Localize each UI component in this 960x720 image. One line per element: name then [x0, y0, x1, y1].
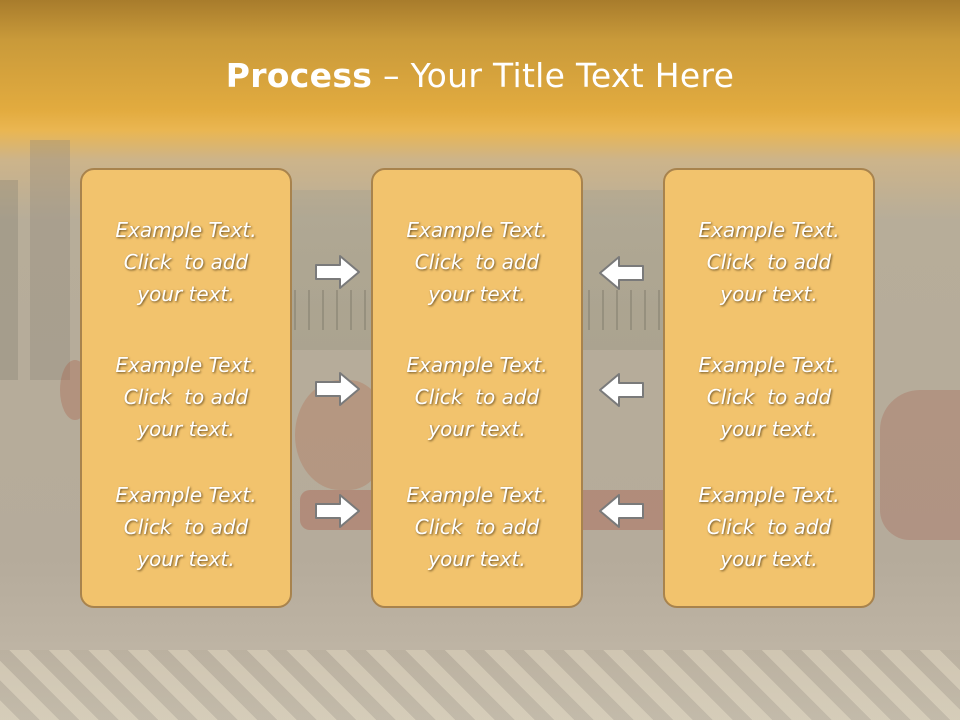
background-checkered-floor — [0, 650, 960, 720]
text-line: Click to add — [706, 515, 832, 539]
text-line: your text. — [720, 282, 818, 306]
text-line: your text. — [428, 417, 526, 441]
title-rest-text: – Your Title Text Here — [372, 56, 735, 95]
process-box-center[interactable]: Example Text. Click to add your text. Ex… — [371, 168, 583, 608]
arrow-right-icon[interactable] — [314, 252, 362, 292]
text-block[interactable]: Example Text. Click to add your text. — [373, 214, 581, 310]
process-box-right[interactable]: Example Text. Click to add your text. Ex… — [663, 168, 875, 608]
background-painting-pillar — [0, 180, 18, 380]
text-block[interactable]: Example Text. Click to add your text. — [82, 214, 290, 310]
background-painting-pillar — [30, 140, 70, 380]
text-line: Example Text. — [115, 483, 257, 507]
text-line: Example Text. — [698, 353, 840, 377]
text-line: Click to add — [414, 385, 540, 409]
text-line: Example Text. — [406, 218, 548, 242]
text-block[interactable]: Example Text. Click to add your text. — [665, 479, 873, 575]
text-line: Click to add — [123, 250, 249, 274]
text-line: Click to add — [706, 250, 832, 274]
text-line: Click to add — [123, 385, 249, 409]
text-line: your text. — [720, 547, 818, 571]
arrow-right-icon[interactable] — [314, 491, 362, 531]
text-block[interactable]: Example Text. Click to add your text. — [665, 214, 873, 310]
title-bold-text: Process — [225, 56, 373, 95]
arrow-left-icon[interactable] — [597, 253, 645, 293]
arrow-left-icon[interactable] — [597, 491, 645, 531]
text-line: Click to add — [706, 385, 832, 409]
text-block[interactable]: Example Text. Click to add your text. — [373, 349, 581, 445]
text-line: your text. — [428, 282, 526, 306]
text-line: your text. — [428, 547, 526, 571]
text-line: your text. — [137, 417, 235, 441]
arrow-right-icon[interactable] — [314, 369, 362, 409]
text-line: Example Text. — [115, 353, 257, 377]
text-line: Example Text. — [698, 483, 840, 507]
text-line: your text. — [720, 417, 818, 441]
text-line: your text. — [137, 547, 235, 571]
arrow-left-icon[interactable] — [597, 370, 645, 410]
text-block[interactable]: Example Text. Click to add your text. — [82, 349, 290, 445]
text-line: Example Text. — [406, 483, 548, 507]
text-line: Click to add — [414, 250, 540, 274]
text-block[interactable]: Example Text. Click to add your text. — [82, 479, 290, 575]
process-box-left[interactable]: Example Text. Click to add your text. Ex… — [80, 168, 292, 608]
text-line: Click to add — [123, 515, 249, 539]
text-line: Example Text. — [115, 218, 257, 242]
text-line: Example Text. — [406, 353, 548, 377]
text-line: your text. — [137, 282, 235, 306]
text-line: Click to add — [414, 515, 540, 539]
text-line: Example Text. — [698, 218, 840, 242]
text-block[interactable]: Example Text. Click to add your text. — [665, 349, 873, 445]
text-block[interactable]: Example Text. Click to add your text. — [373, 479, 581, 575]
background-painting-drape — [880, 390, 960, 540]
slide-title[interactable]: Process – Your Title Text Here — [0, 52, 960, 100]
